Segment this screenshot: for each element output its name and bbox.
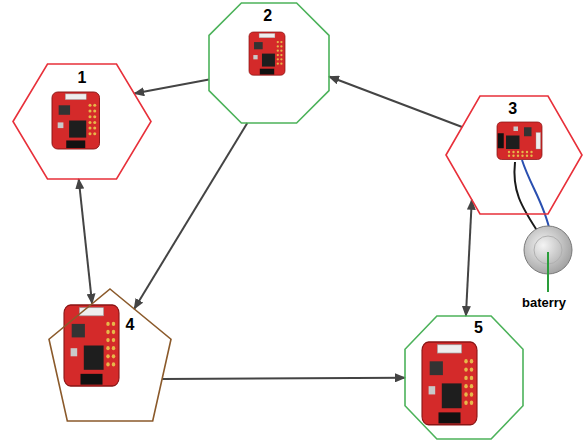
sensor-board (64, 305, 119, 386)
octagon-node: 5 (404, 315, 524, 440)
node-number: 4 (125, 316, 134, 334)
node-outline (404, 315, 524, 440)
arrow-connector (466, 200, 472, 316)
node-outline (446, 96, 582, 214)
hexagon-node: 3 (445, 95, 583, 215)
node-outline (13, 64, 151, 179)
node-number: 2 (263, 7, 272, 25)
arrow-connector (79, 179, 92, 304)
arrow-connector (134, 80, 209, 94)
sensor-board (52, 92, 100, 149)
node-number: 3 (508, 100, 517, 118)
node-outline (48, 288, 172, 422)
arrow-connector (134, 123, 247, 309)
battery-wire (522, 160, 550, 232)
sensor-board (497, 122, 542, 160)
node-outline (49, 289, 171, 421)
node-number: 1 (78, 69, 87, 87)
octagon-node: 2 (208, 2, 330, 124)
node-outline (405, 316, 523, 439)
sensor-board (422, 342, 477, 425)
arrow-connector (162, 378, 405, 379)
node-number: 5 (474, 319, 483, 337)
battery-label: baterry (522, 295, 566, 311)
sensor-board (249, 32, 285, 75)
hexagon-node: 1 (12, 63, 152, 180)
pentagon-node: 4 (48, 288, 172, 422)
arrow-connector (329, 77, 462, 128)
node-outline (209, 3, 329, 123)
leader-line (547, 252, 549, 292)
